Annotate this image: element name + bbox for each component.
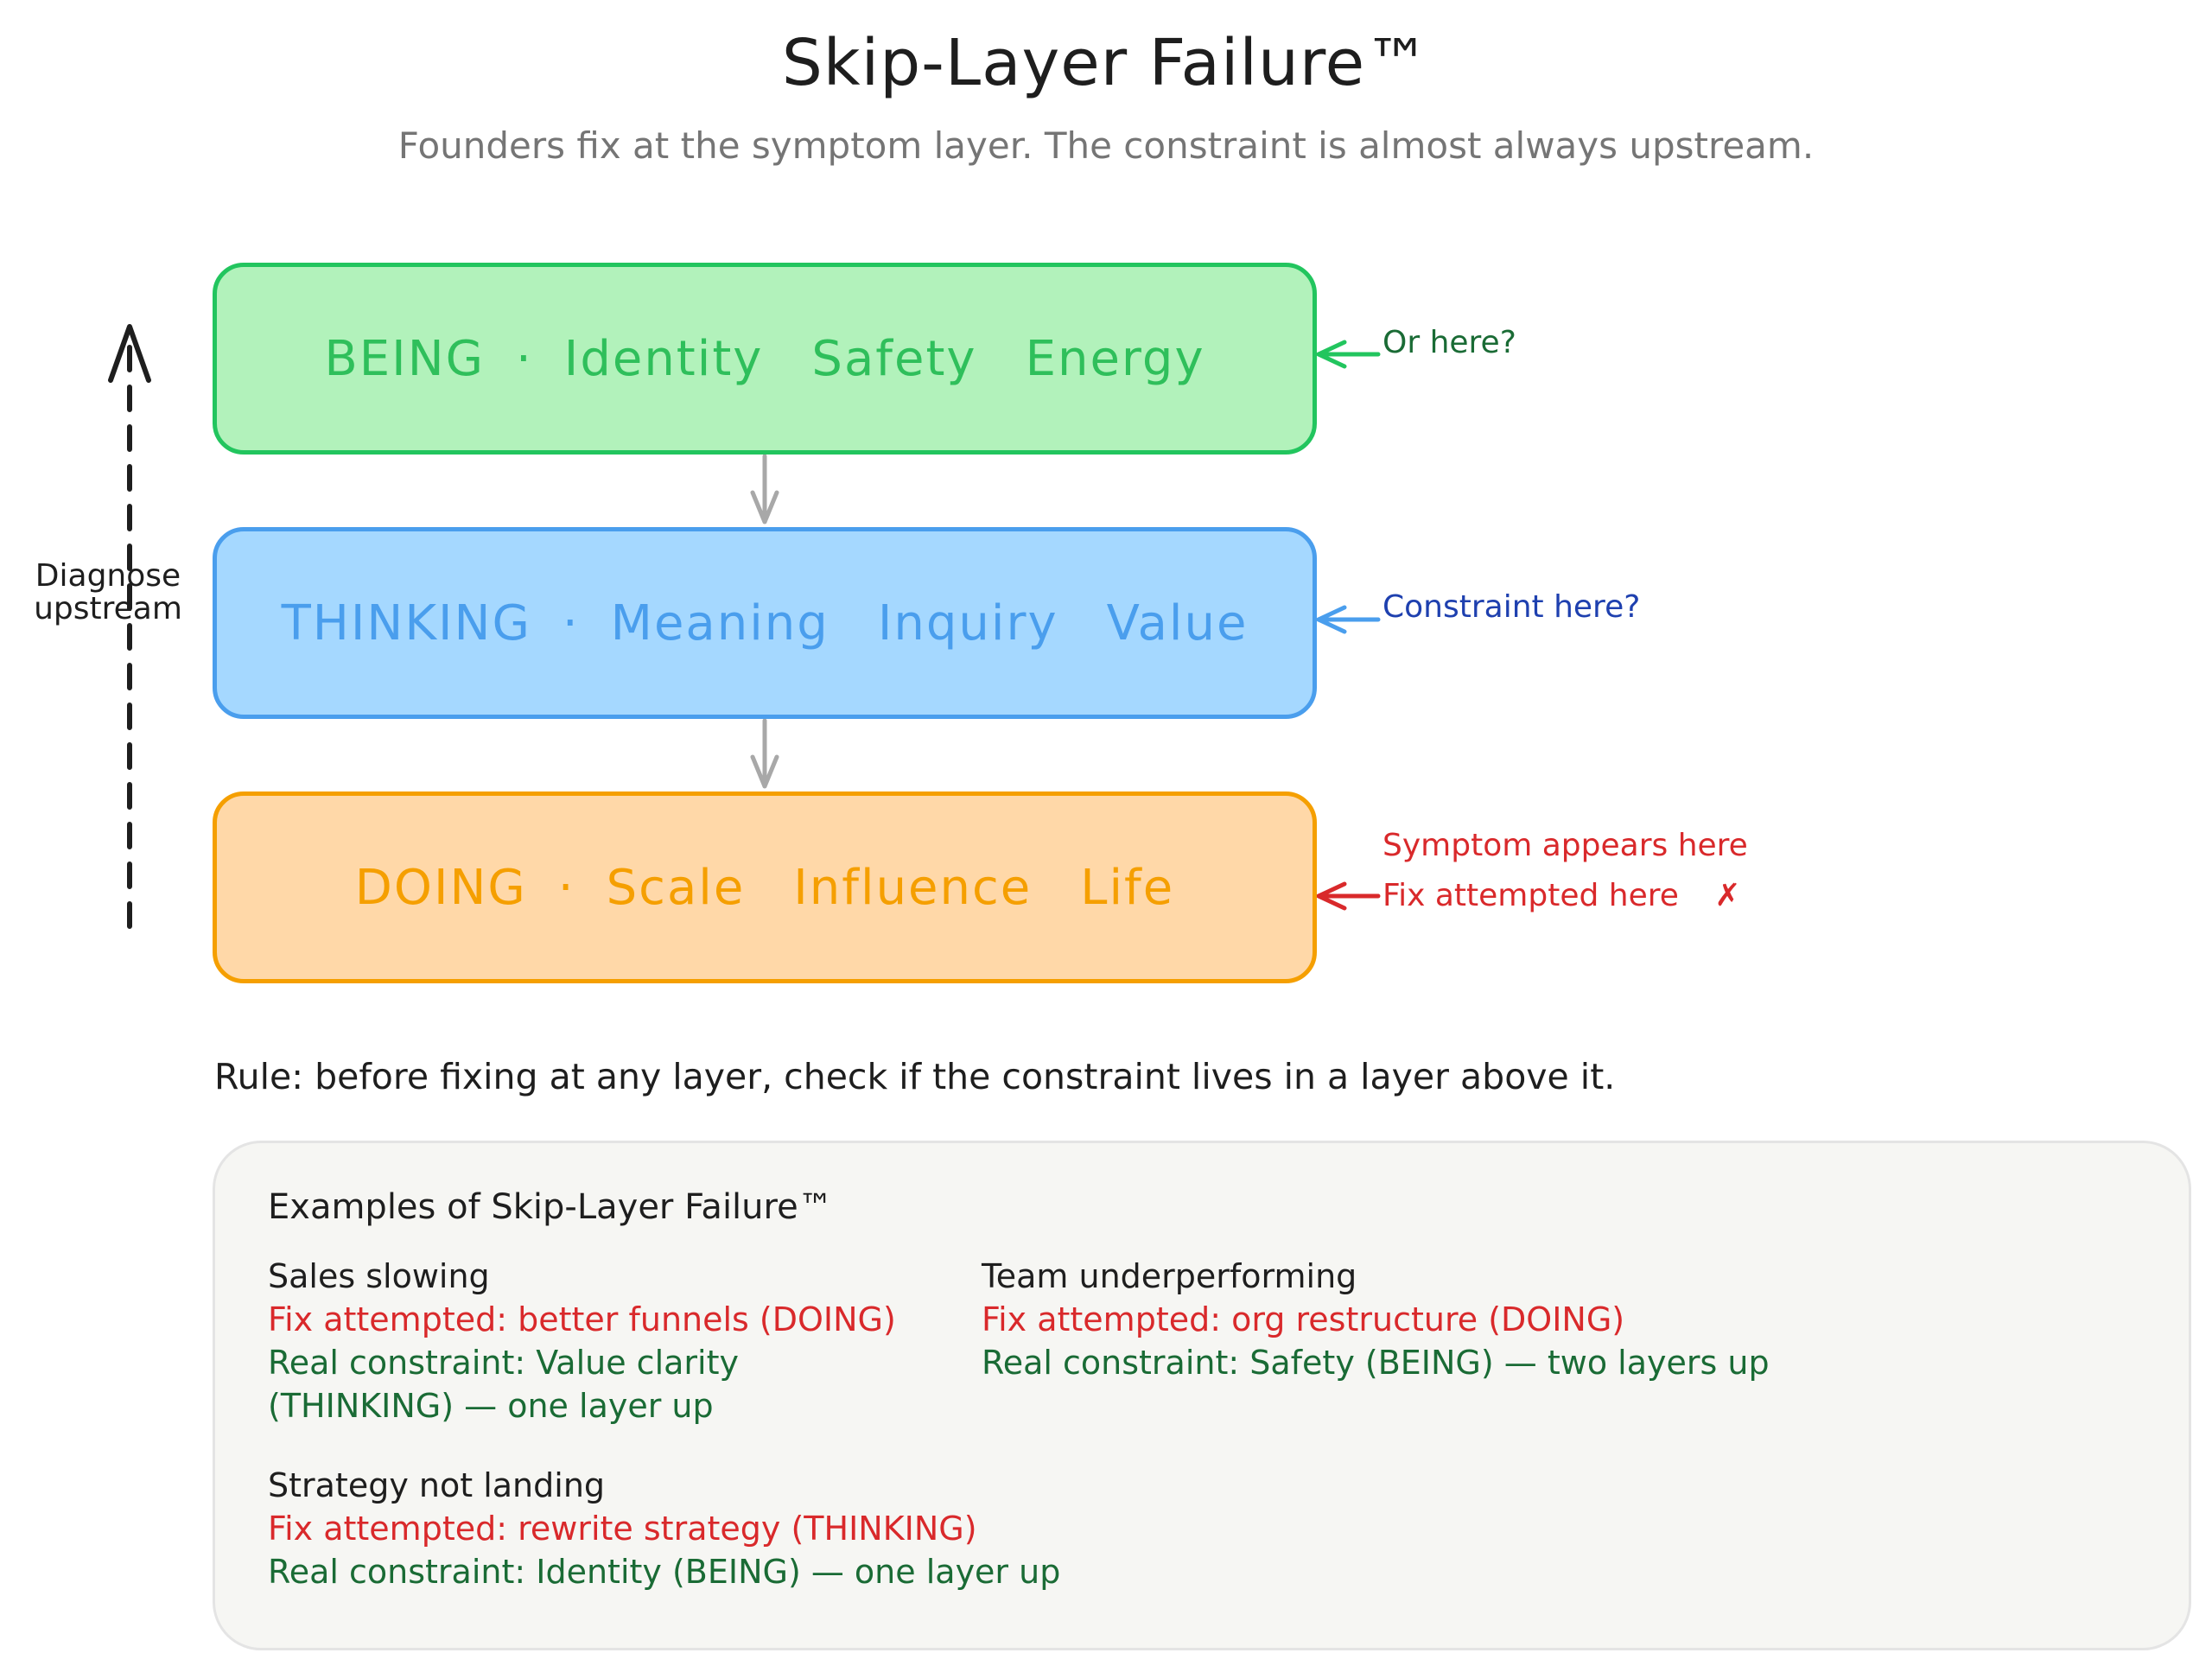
annotation-doing: Symptom appears here Fix attempted here … <box>1382 821 1748 921</box>
examples-title: Examples of Skip-Layer Failure™ <box>268 1187 833 1227</box>
examples-panel <box>213 1141 2191 1650</box>
layer-doing-item: Scale <box>606 859 746 916</box>
example-heading: Team underperforming <box>982 1257 1357 1295</box>
pointer-arrow-being-icon <box>1316 340 1381 369</box>
layer-doing-name: DOING <box>354 859 527 916</box>
page-subtitle: Founders fix at the symptom layer. The c… <box>397 124 1815 167</box>
layer-being-item: Energy <box>1025 330 1205 387</box>
layer-thinking-item: Value <box>1106 594 1249 652</box>
example-fix-attempted: Fix attempted: better funnels (DOING) <box>268 1300 896 1338</box>
layer-being-item: Identity <box>563 330 764 387</box>
layer-thinking: THINKING · Meaning Inquiry Value <box>213 527 1317 719</box>
layer-being-item: Safety <box>811 330 977 387</box>
example-strategy-not-landing: Strategy not landing Fix attempted: rewr… <box>268 1464 1060 1593</box>
pointer-arrow-doing-icon <box>1316 881 1381 911</box>
example-fix-attempted: Fix attempted: rewrite strategy (THINKIN… <box>268 1510 977 1548</box>
layer-doing-item: Life <box>1080 859 1175 916</box>
example-heading: Sales slowing <box>268 1257 490 1295</box>
diagnose-upstream-label: Diagnose upstream <box>17 560 199 626</box>
pointer-arrow-thinking-icon <box>1316 605 1381 634</box>
example-heading: Strategy not landing <box>268 1466 606 1504</box>
diagnose-label-line1: Diagnose <box>35 558 181 594</box>
layer-doing: DOING · Scale Influence Life <box>213 791 1317 983</box>
example-sales-slowing: Sales slowing Fix attempted: better funn… <box>268 1255 896 1427</box>
annotation-doing-line1: Symptom appears here <box>1382 828 1748 863</box>
flow-arrow-being-to-thinking-icon <box>750 454 779 524</box>
diagnose-upstream-arrow-icon <box>108 324 151 929</box>
example-real-constraint: Real constraint: Safety (BEING) — two la… <box>982 1344 1770 1382</box>
rule-text: Rule: before fixing at any layer, check … <box>214 1056 1616 1097</box>
diagnose-label-line2: upstream <box>34 591 182 626</box>
example-real-constraint-cont: (THINKING) — one layer up <box>268 1387 714 1425</box>
annotation-doing-line2: Fix attempted here ✗ <box>1382 871 1748 921</box>
example-real-constraint: Real constraint: Identity (BEING) — one … <box>268 1553 1061 1591</box>
layer-thinking-item: Inquiry <box>877 594 1058 652</box>
annotation-thinking: Constraint here? <box>1382 589 1641 625</box>
layer-thinking-name: THINKING <box>281 594 531 652</box>
annotation-doing-line2-text: Fix attempted here <box>1382 878 1679 913</box>
layer-doing-item: Influence <box>793 859 1033 916</box>
annotation-being: Or here? <box>1382 325 1516 360</box>
flow-arrow-thinking-to-doing-icon <box>750 718 779 789</box>
page-title: Skip-Layer Failure™ <box>781 26 1431 100</box>
cross-mark-icon: ✗ <box>1714 878 1741 913</box>
layer-being: BEING · Identity Safety Energy <box>213 263 1317 455</box>
layer-separator: · <box>515 330 533 387</box>
example-team-underperforming: Team underperforming Fix attempted: org … <box>982 1255 1770 1384</box>
example-fix-attempted: Fix attempted: org restructure (DOING) <box>982 1300 1625 1338</box>
layer-being-name: BEING <box>324 330 485 387</box>
layer-separator: · <box>557 859 575 916</box>
layer-separator: · <box>562 594 580 652</box>
example-real-constraint: Real constraint: Value clarity <box>268 1344 739 1382</box>
layer-thinking-item: Meaning <box>610 594 830 652</box>
